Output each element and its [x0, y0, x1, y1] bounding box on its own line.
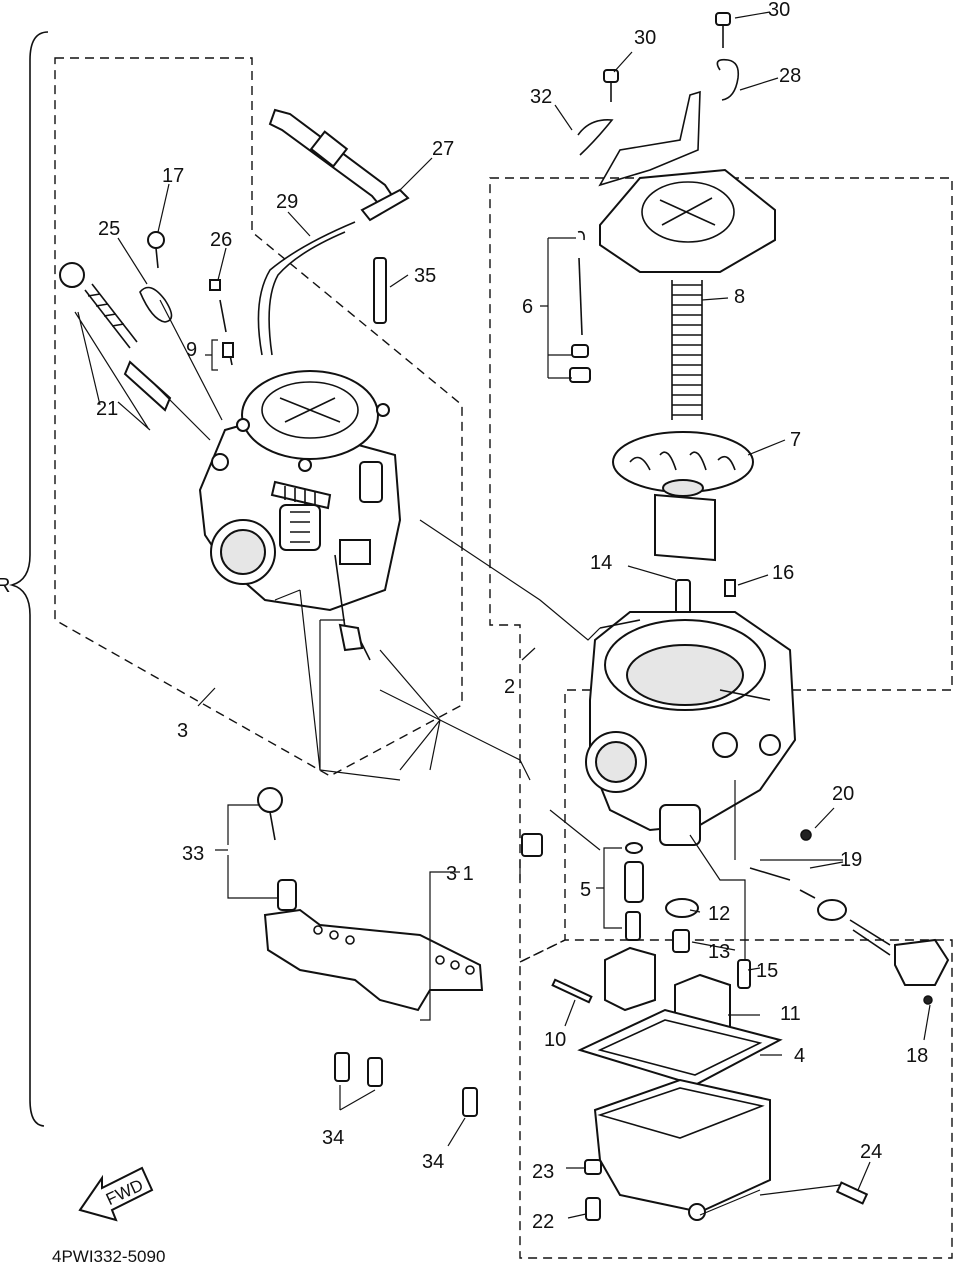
callout-35: 35: [414, 265, 436, 287]
group-outline-float: [519, 939, 953, 1259]
callout-17: 17: [162, 165, 184, 187]
right-carburetor: [569, 90, 797, 846]
callout-32: 32: [530, 86, 552, 108]
callout-27: 27: [432, 138, 454, 160]
callout-8: 8: [734, 286, 745, 308]
callout-21: 21: [96, 398, 118, 420]
callout-9: 9: [186, 339, 197, 361]
callout-31: 3 1: [446, 863, 474, 885]
callout-6: 6: [522, 296, 533, 318]
drawing-code: 4PWI332-5090: [52, 1247, 165, 1266]
callout-23: 23: [532, 1161, 554, 1183]
left-small-parts: [59, 231, 234, 412]
callout-18: 18: [906, 1045, 928, 1067]
float-bowl-assembly: [551, 946, 869, 1221]
callout-28: 28: [779, 65, 801, 87]
callout-12: 12: [708, 903, 730, 925]
callout-20: 20: [832, 783, 854, 805]
vent-hoses: [257, 108, 410, 356]
callout-16: 16: [772, 562, 794, 584]
callout-14: 14: [590, 552, 612, 574]
callout-labels: 2 3 4 5 6 7 8 9 10 11 12 13 14 15 16 17 …: [96, 0, 928, 1233]
right-small-parts: [577, 12, 950, 1005]
callout-15: 15: [756, 960, 778, 982]
callout-5: 5: [580, 879, 591, 901]
callout-7: 7: [790, 429, 801, 451]
callout-22: 22: [532, 1211, 554, 1233]
callout-11: 11: [780, 1003, 801, 1025]
callout-10: 10: [544, 1029, 566, 1051]
callout-33: 33: [182, 843, 204, 865]
callout-19: 19: [840, 849, 862, 871]
callout-13: 13: [708, 941, 730, 963]
callout-29: 29: [276, 191, 298, 213]
callout-26: 26: [210, 229, 232, 251]
group-outline-3: [54, 57, 463, 777]
callout-25: 25: [98, 218, 120, 240]
callout-4: 4: [794, 1045, 805, 1067]
callout-24: 24: [860, 1141, 882, 1163]
callout-3: 3: [177, 720, 188, 742]
linkage-plate: [257, 787, 543, 1117]
callout-34a: 34: [322, 1127, 344, 1149]
assembly-bracket: [9, 31, 49, 1127]
callout-34b: 34: [422, 1151, 444, 1173]
left-carburetor: [198, 370, 402, 661]
group-outline-2: [489, 177, 953, 964]
jet-parts: [624, 842, 751, 989]
leader-lines: [74, 11, 931, 1219]
assembly-marker: R: [0, 575, 10, 597]
callout-2: 2: [504, 676, 515, 698]
callout-30a: 30: [634, 27, 656, 49]
fwd-arrow-badge: FWD: [78, 1166, 154, 1222]
callout-30b: 30: [768, 0, 790, 21]
